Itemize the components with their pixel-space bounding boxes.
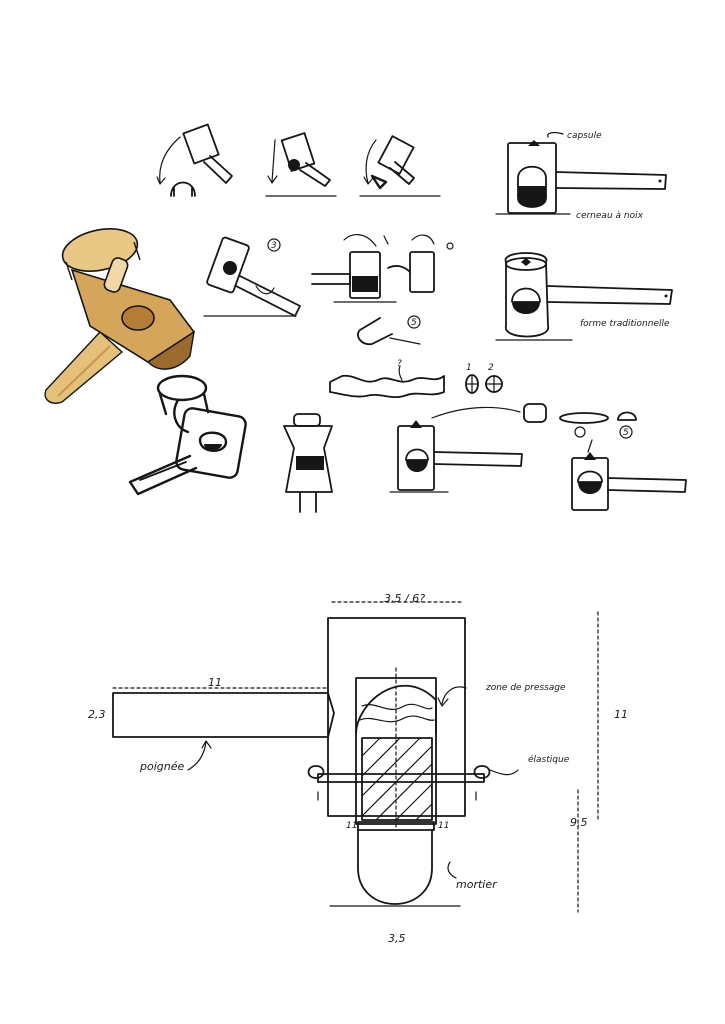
handle-arrow [187,741,207,771]
ring-tick-right: 11 [438,821,449,831]
capsule-label: capsule [567,131,602,141]
capsule-mallet-sketch: capsule cerneau à noix [495,131,667,221]
motion-sketch-2 [265,132,337,197]
elastic-band [307,765,491,801]
concept-sketches: capsule cerneau à noix [44,123,687,513]
handle-length-dimension: 11 [208,676,222,689]
motion-sketch-1 [156,123,233,197]
handle-height-dimension: 2,3 [88,708,106,721]
motion-sketch-3 [359,135,441,197]
traditional-mallet-sketch: forme traditionnelle [495,252,673,341]
handle-detail-sketch: 3 [203,236,301,317]
handle-label: poignée [139,760,184,773]
hatched-piston [361,737,433,821]
arrow-to-parts [431,406,521,419]
top-width-dimension: 3,5 / 6? [384,592,425,605]
lower-height-dimension: 9,5 [570,816,588,829]
pressing-sequence-sketch: 5 [311,234,454,346]
option-1-label: 1 [466,363,472,373]
handle-question-label: ? [397,359,402,369]
small-mallet-sketch [389,420,523,493]
handle-profile-sketch: ? 1 2 [329,359,503,399]
traditional-form-label: forme traditionnelle [580,319,670,329]
option-2-label: 2 [488,363,494,373]
handle: 11 2,3 [88,676,335,738]
mortar-body [357,829,433,905]
overall-height-dimension: 11 [614,708,628,721]
mortar-label: mortier [456,878,498,891]
nut-outline [355,685,437,735]
mortar-arrow [447,861,457,879]
base-ring [357,821,435,831]
technical-drawing: 3,5 / 6? 11 11 3,5 [88,592,628,945]
elastic-arrow [489,769,519,776]
wooden-mallet-illustration [44,228,196,404]
ring-tick-left: 11 [346,821,357,831]
parts-exploded-sketch: 5 [523,403,637,453]
side-profile-sketch [283,413,333,513]
pressing-zone-arrow [441,686,467,705]
part-5-label: 5 [623,428,629,438]
cerneau-label: cerneau à noix [576,211,644,221]
head-block [327,617,466,817]
pressing-zone-label: zone de pressage [485,683,566,693]
bottom-width-dimension: 3,5 [388,932,406,945]
elastic-label: élastique [528,754,570,765]
step-5-label: 5 [411,318,417,328]
final-mallet-sketch [571,452,687,511]
step-3-label: 3 [271,241,277,251]
assembled-mallet-sketch [128,374,247,496]
